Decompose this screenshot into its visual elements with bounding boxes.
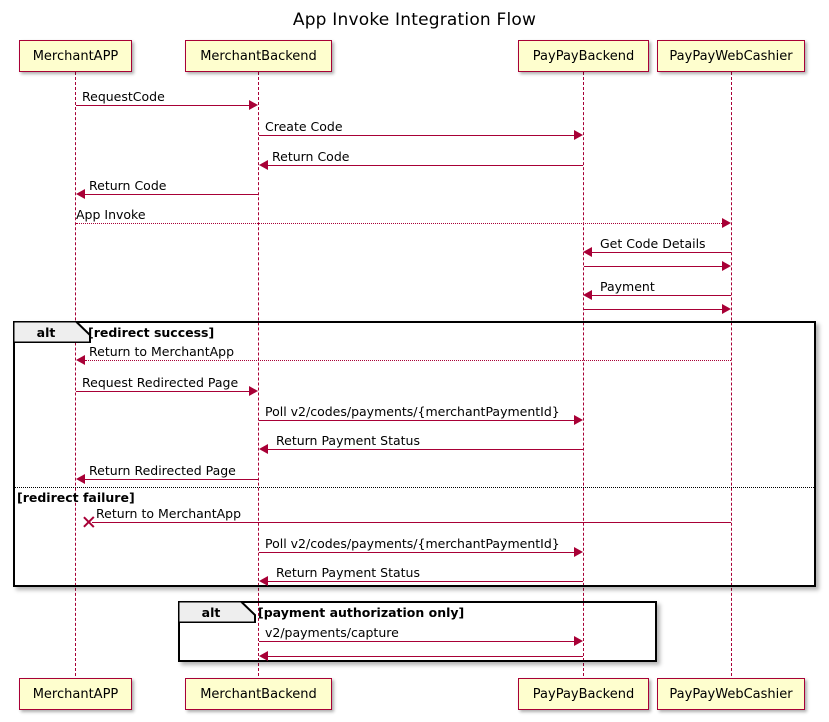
message-label-m5: App Invoke [76, 207, 146, 222]
alt-group-redirect [13, 321, 816, 587]
arrowhead-m11 [249, 386, 258, 396]
arrowhead-m5 [722, 218, 731, 228]
message-label-m13: Return Payment Status [276, 433, 420, 448]
alt-group-capture [178, 601, 657, 662]
arrowhead-m4 [76, 189, 85, 199]
participant-paypay-backend-bottom[interactable]: PayPayBackend [518, 678, 649, 710]
message-line-m7 [584, 266, 722, 267]
participant-label: MerchantBackend [200, 48, 317, 64]
message-label-m2: Create Code [265, 119, 343, 134]
message-label-m10: Return to MerchantApp [89, 344, 235, 359]
diagram-title: App Invoke Integration Flow [292, 10, 537, 30]
arrowhead-m10 [76, 355, 85, 365]
message-line-m16 [259, 552, 574, 553]
participant-merchant-app-top[interactable]: MerchantAPP [19, 40, 132, 72]
arrowhead-m17 [259, 576, 268, 586]
arrowhead-m13 [259, 444, 268, 454]
alt-keyword-capture: alt [201, 605, 221, 620]
message-line-m6 [592, 252, 731, 253]
alt-branch-label-redirect-failure: [redirect failure] [17, 490, 135, 505]
participant-label: MerchantBackend [200, 686, 317, 702]
message-label-m6: Get Code Details [600, 236, 706, 251]
alt-tab-shape-redirect [13, 321, 91, 343]
message-line-m4 [85, 194, 259, 195]
participant-merchant-app-bottom[interactable]: MerchantAPP [19, 678, 132, 710]
participant-paypay-backend-top[interactable]: PayPayBackend [518, 40, 649, 72]
arrowhead-m19 [259, 651, 268, 661]
participant-paypay-web-cashier-top[interactable]: PayPayWebCashier [657, 40, 805, 72]
message-line-m14 [85, 479, 259, 480]
arrowhead-m18 [574, 636, 583, 646]
message-label-m14: Return Redirected Page [89, 463, 236, 478]
message-line-m18 [259, 641, 574, 642]
message-line-m13 [268, 449, 583, 450]
message-label-m8: Payment [600, 279, 655, 294]
message-label-m11: Request Redirected Page [82, 375, 239, 390]
lifeline-merchant-app [75, 72, 76, 676]
arrowhead-m8 [583, 290, 592, 300]
arrowhead-m2 [574, 130, 583, 140]
participant-merchant-backend-top[interactable]: MerchantBackend [185, 40, 332, 72]
participant-label: PayPayWebCashier [669, 686, 793, 702]
arrowhead-m6 [583, 247, 592, 257]
lost-message-x-icon-m15 [82, 515, 96, 529]
message-line-m19 [268, 656, 583, 657]
alt-keyword-redirect: alt [36, 325, 56, 340]
message-line-m1 [76, 105, 249, 106]
message-line-m17 [268, 581, 583, 582]
message-label-m16: Poll v2/codes/payments/{merchantPaymentI… [265, 536, 560, 551]
message-label-m18: v2/payments/capture [265, 625, 399, 640]
participant-label: PayPayWebCashier [669, 48, 793, 64]
message-line-m5 [76, 223, 722, 224]
arrowhead-m12 [574, 415, 583, 425]
lifeline-merchant-backend [258, 72, 259, 676]
lifeline-paypay-web-cashier [731, 72, 732, 676]
arrowhead-m3 [259, 160, 268, 170]
message-line-m10 [85, 360, 731, 361]
message-label-m12: Poll v2/codes/payments/{merchantPaymentI… [265, 404, 560, 419]
participant-label: PayPayBackend [532, 48, 635, 64]
arrowhead-m16 [574, 547, 583, 557]
message-label-m4: Return Code [89, 178, 167, 193]
arrowhead-m14 [76, 474, 85, 484]
message-line-m11 [76, 391, 249, 392]
message-line-m9 [584, 309, 722, 310]
arrowhead-m7 [722, 261, 731, 271]
alt-branch-label-capture: [payment authorization only] [258, 605, 465, 620]
arrowhead-m1 [249, 100, 258, 110]
lifeline-paypay-backend [583, 72, 584, 676]
alt-tab-shape-capture [178, 601, 256, 623]
participant-label: MerchantAPP [32, 686, 119, 702]
participant-paypay-web-cashier-bottom[interactable]: PayPayWebCashier [657, 678, 805, 710]
participant-label: PayPayBackend [532, 686, 635, 702]
message-label-m15: Return to MerchantApp [96, 506, 242, 521]
message-line-m3 [268, 165, 583, 166]
participant-merchant-backend-bottom[interactable]: MerchantBackend [185, 678, 332, 710]
arrowhead-m9 [722, 304, 731, 314]
message-label-m17: Return Payment Status [276, 565, 420, 580]
message-line-m2 [259, 135, 574, 136]
message-label-m1: RequestCode [82, 89, 165, 104]
message-line-m12 [259, 420, 574, 421]
alt-branch-divider [15, 487, 814, 488]
message-label-m3: Return Code [272, 149, 350, 164]
message-line-m8 [592, 295, 731, 296]
alt-branch-label-redirect-success: [redirect success] [88, 325, 215, 340]
message-line-m15 [92, 522, 731, 523]
participant-label: MerchantAPP [32, 48, 119, 64]
